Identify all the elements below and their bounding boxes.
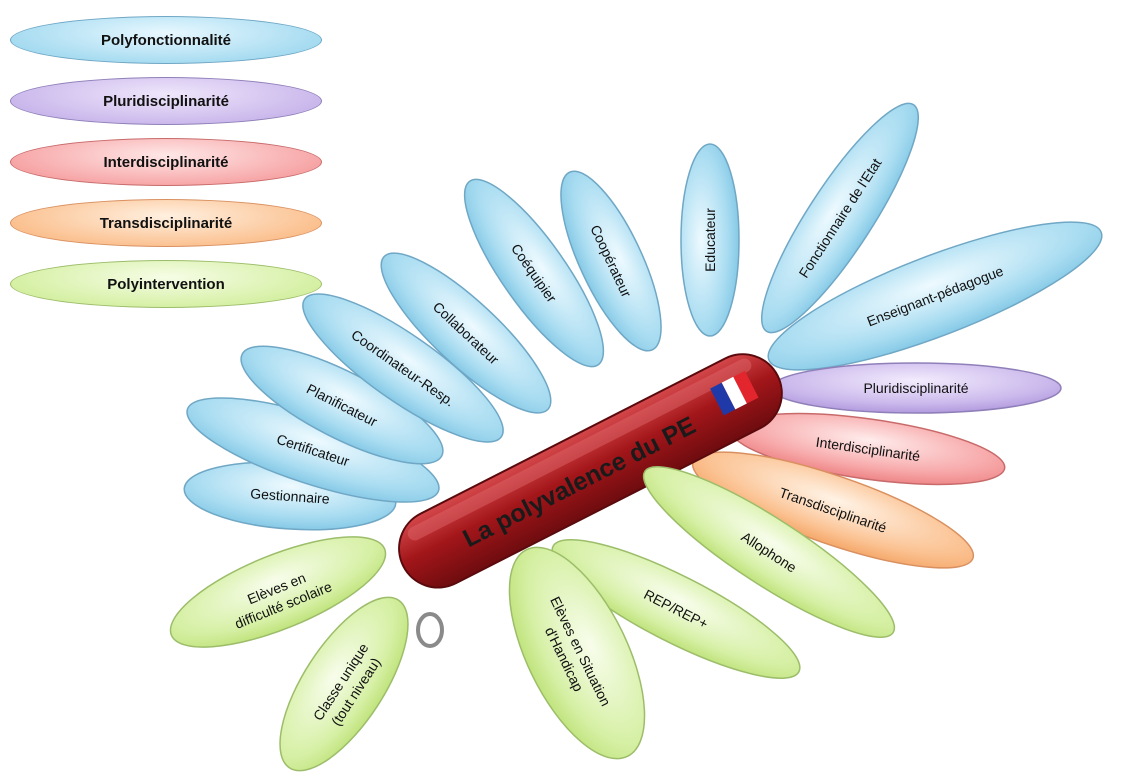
legend-polyintervention: Polyintervention — [10, 260, 322, 308]
flag-blue — [710, 382, 736, 416]
knife-body — [398, 353, 783, 589]
petal-educateur: Educateur — [680, 143, 740, 337]
petal-coequipier: Coéquipier — [463, 178, 605, 368]
petal-shape — [680, 143, 740, 337]
petal-allophone: Allophone — [642, 466, 896, 638]
petal-eleves-en-situation-d-handicap: Elèves en Situationd'Handicap — [508, 546, 646, 760]
legend-interdisciplinarite: Interdisciplinarité — [10, 138, 322, 186]
legend-polyfonctionnalite: Polyfonctionnalité — [10, 16, 322, 64]
petal-shape — [463, 178, 605, 368]
french-flag — [710, 370, 759, 416]
petal-shape — [508, 546, 646, 760]
petal-rep-rep: REP/REP+ — [551, 539, 801, 679]
petal-interdisciplinarite: Interdisciplinarité — [730, 412, 1006, 486]
petal-label: Pluridisciplinarité — [863, 380, 968, 396]
flag-red — [733, 370, 759, 404]
petal-enseignant-pedagogue: Enseignant-pédagogue — [767, 221, 1103, 371]
petal-label: Gestionnaire — [250, 485, 331, 507]
key-ring — [416, 612, 444, 648]
petal-shape — [642, 466, 896, 638]
petal-label: Educateur — [702, 208, 718, 272]
petal-shape — [767, 221, 1103, 371]
petal-pluridisciplinarite: Pluridisciplinarité — [770, 362, 1062, 414]
petal-coordinateur-resp: Coordinateur-Resp. — [302, 293, 504, 443]
petal-planificateur: Planificateur — [240, 345, 444, 465]
knife-highlight — [407, 358, 752, 541]
legend-transdisciplinarite: Transdisciplinarité — [10, 199, 322, 247]
petal-cooperateur: Coopérateur — [560, 170, 662, 352]
petal-shape — [169, 536, 387, 648]
legend: Polyfonctionnalité Pluridisciplinarité I… — [10, 16, 322, 321]
petal-shape — [302, 293, 504, 443]
petal-classe-unique-tout-niveau: Classe unique(tout niveau) — [279, 596, 409, 772]
petal-shape — [560, 170, 662, 352]
legend-pluridisciplinarite: Pluridisciplinarité — [10, 77, 322, 125]
petal-shape — [551, 539, 801, 679]
petal-shape — [760, 102, 920, 334]
petal-shape — [240, 345, 444, 465]
flag-white — [721, 376, 747, 410]
petal-eleves-en-difficulte-scolaire: Elèves endifficulté scolaire — [169, 536, 387, 648]
petal-transdisciplinarite: Transdisciplinarité — [691, 451, 975, 569]
petal-shape — [380, 252, 552, 414]
petal-shape — [279, 596, 409, 772]
